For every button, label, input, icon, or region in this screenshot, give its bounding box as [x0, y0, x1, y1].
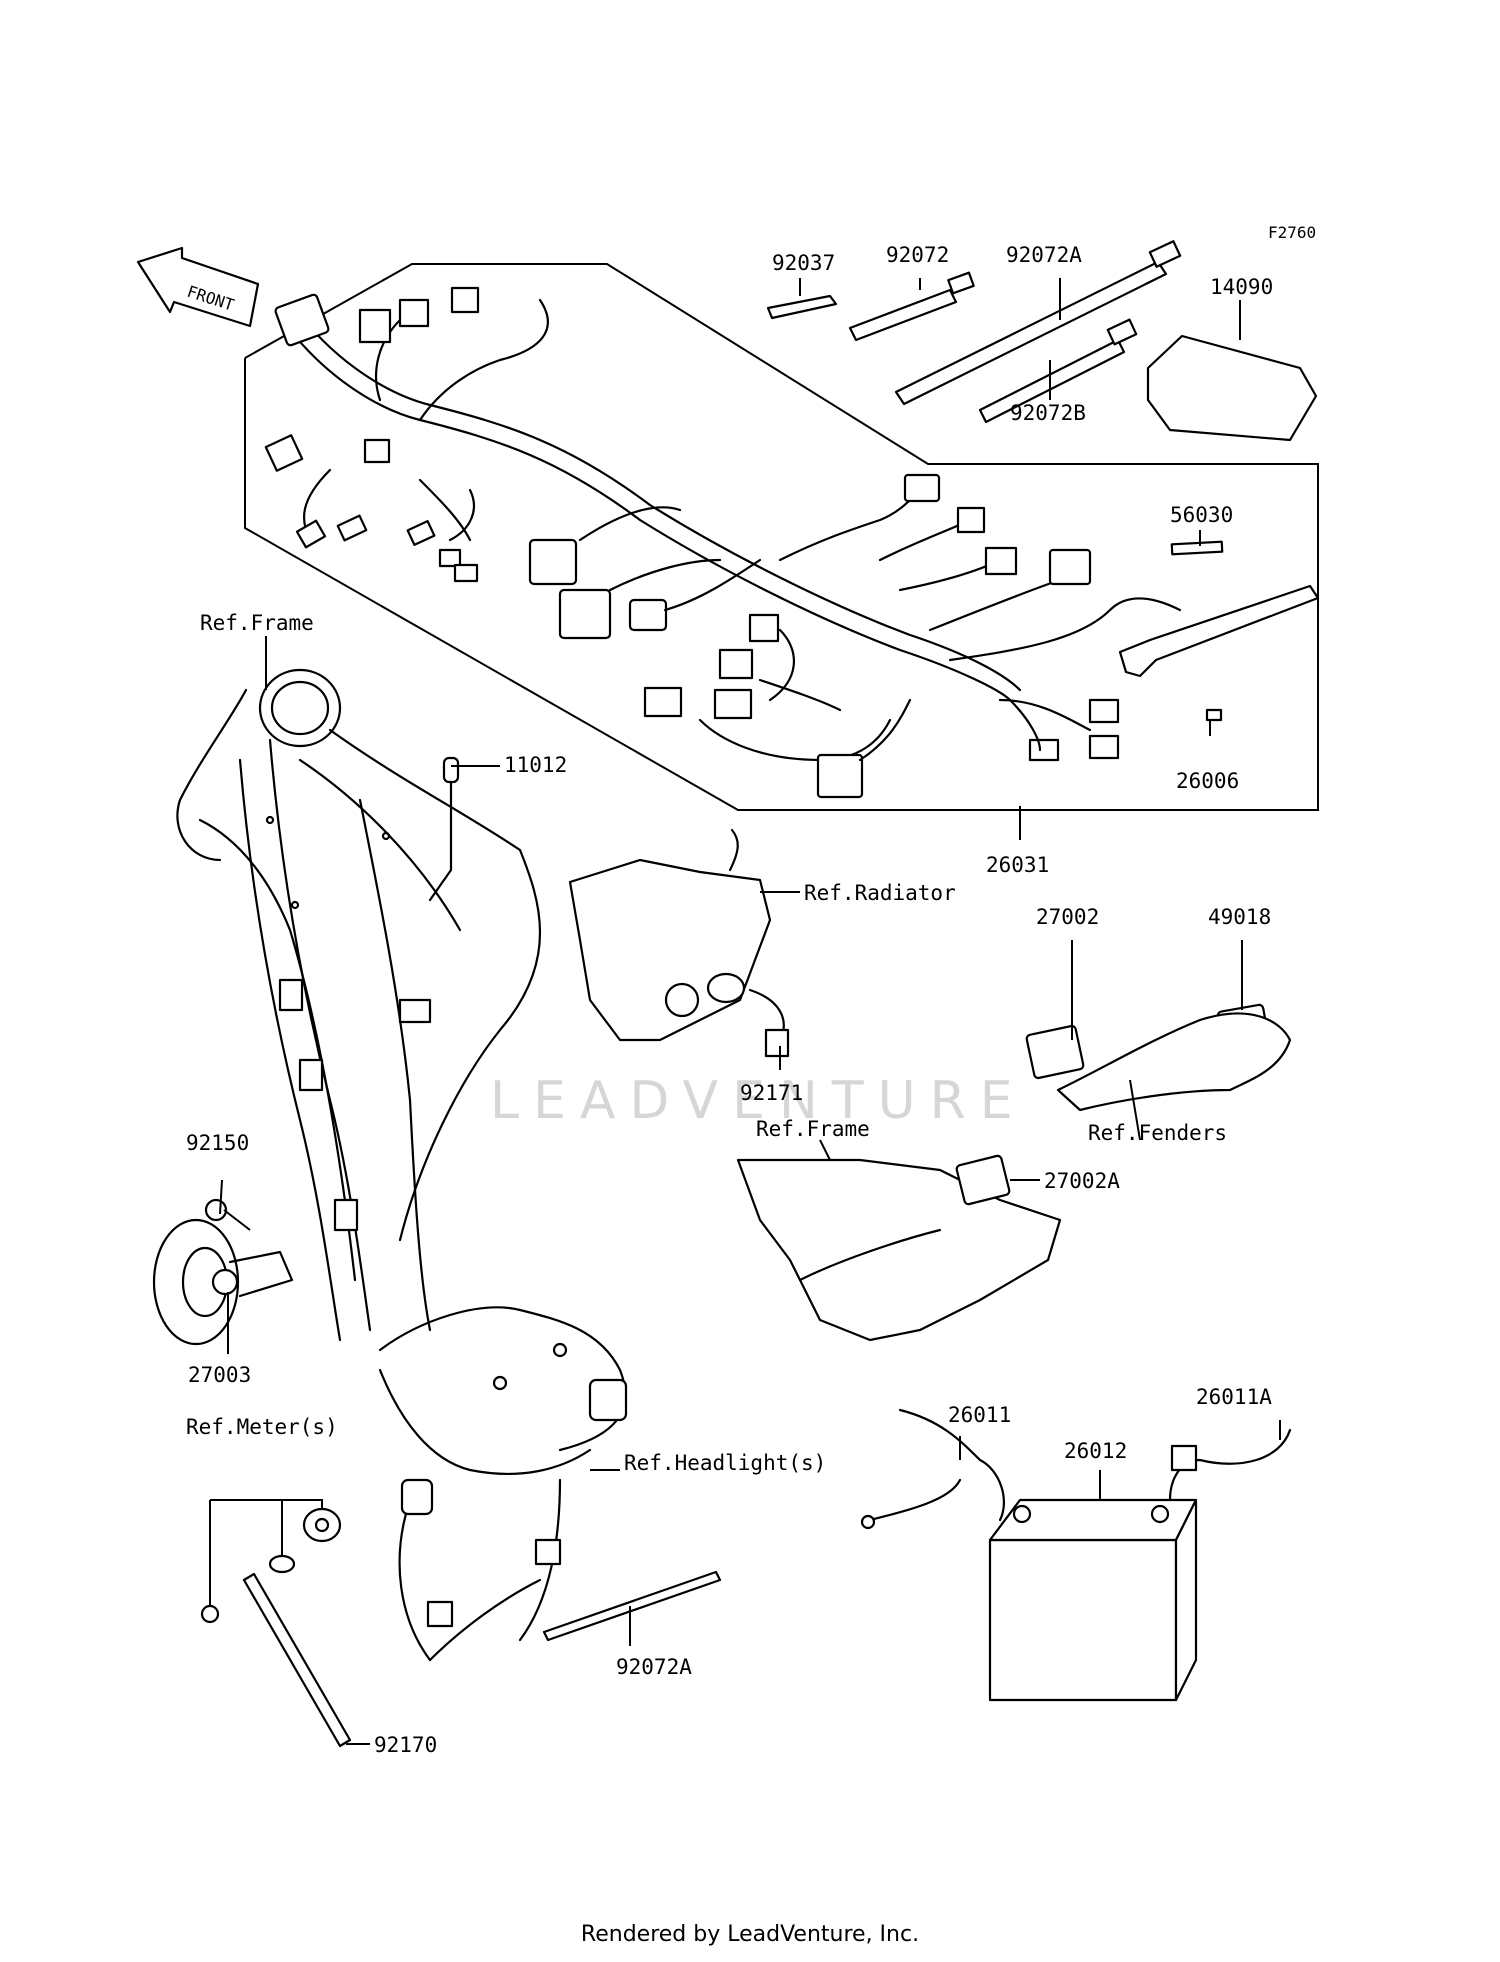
part-26006-label[interactable]: 26006 — [1176, 769, 1239, 793]
part-92150-label[interactable]: 92150 — [186, 1131, 249, 1155]
bottom-cable-tie — [542, 1570, 722, 1642]
footer-credit: Rendered by LeadVenture, Inc. — [580, 1922, 920, 1947]
horn-group — [152, 1198, 294, 1346]
front-arrow-icon: FRONT — [136, 246, 260, 328]
headlight-bracket-group — [378, 1306, 628, 1662]
cable-ties-group — [766, 240, 1320, 722]
frame-mid-group — [736, 1154, 1062, 1342]
part-92170-label[interactable]: 92170 — [374, 1733, 437, 1757]
ref-meter-label[interactable]: Ref.Meter(s) — [186, 1415, 338, 1439]
ref-frame-top-label[interactable]: Ref.Frame — [200, 611, 314, 635]
part-92072a-top-label[interactable]: 92072A — [1006, 243, 1082, 267]
diagram-code: F2760 — [1268, 223, 1316, 242]
wiring-harness-group — [244, 263, 1319, 811]
part-27002-label[interactable]: 27002 — [1036, 905, 1099, 929]
part-26011-label[interactable]: 26011 — [948, 1403, 1011, 1427]
ref-frame-mid-label[interactable]: Ref.Frame — [756, 1117, 870, 1141]
part-56030-label[interactable]: 56030 — [1170, 503, 1233, 527]
part-14090-label[interactable]: 14090 — [1210, 275, 1273, 299]
watermark: LEADVENTURE — [490, 1071, 1027, 1131]
fender-relays-group — [1025, 1003, 1292, 1112]
ref-radiator-label[interactable]: Ref.Radiator — [804, 881, 956, 905]
part-26031-label[interactable]: 26031 — [986, 853, 1049, 877]
part-92171-label[interactable]: 92171 — [740, 1081, 803, 1105]
part-49018-label[interactable]: 49018 — [1208, 905, 1271, 929]
part-26011a-label[interactable]: 26011A — [1196, 1385, 1272, 1409]
part-92072a-bottom-label[interactable]: 92072A — [616, 1655, 692, 1679]
battery-group — [860, 1408, 1292, 1702]
part-92072b-label[interactable]: 92072B — [1010, 401, 1086, 425]
part-27002a-label[interactable]: 27002A — [1044, 1169, 1120, 1193]
part-26012-label[interactable]: 26012 — [1064, 1439, 1127, 1463]
part-92072-label[interactable]: 92072 — [886, 243, 949, 267]
radiator-bracket-group — [568, 828, 790, 1058]
part-92037-label[interactable]: 92037 — [772, 251, 835, 275]
ref-fenders-label[interactable]: Ref.Fenders — [1088, 1121, 1227, 1145]
leader-lines — [219, 278, 1281, 1745]
part-27003-label[interactable]: 27003 — [188, 1363, 251, 1387]
ref-headlight-label[interactable]: Ref.Headlight(s) — [624, 1451, 826, 1475]
meter-parts-group — [200, 1499, 352, 1748]
part-11012-label[interactable]: 11012 — [504, 753, 567, 777]
frame-group — [176, 668, 541, 1342]
